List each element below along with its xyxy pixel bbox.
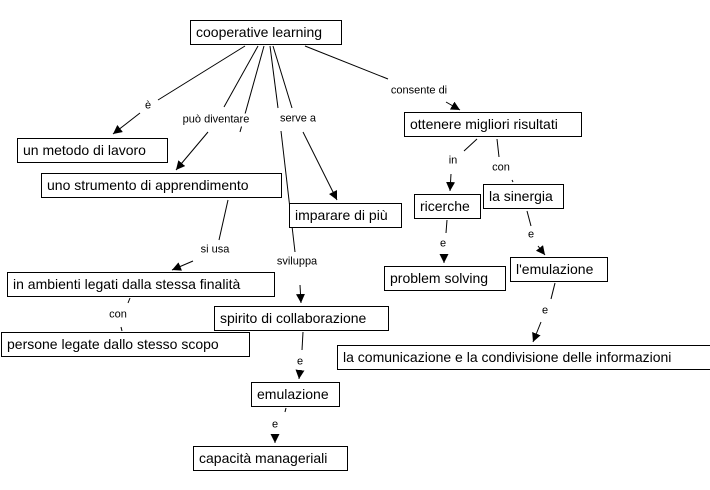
concept-uno-strumento-di-apprendimento[interactable]: uno strumento di apprendimento [41, 173, 282, 198]
concept-emulazione[interactable]: emulazione [251, 382, 340, 407]
connector-line [175, 131, 209, 171]
connector-line [112, 112, 141, 135]
concept-persone-legate[interactable]: persone legate dallo stesso scopo [1, 332, 250, 357]
concept-imparare-di-piu[interactable]: imparare di più [289, 203, 402, 228]
link-label-e: e [438, 237, 448, 251]
connector-line [127, 297, 131, 304]
connector-line [272, 45, 293, 109]
connector-line [535, 245, 546, 256]
link-label-puo-diventare: può diventare [181, 113, 251, 127]
link-label-e: e [295, 355, 305, 369]
concept-in-ambienti-legati[interactable]: in ambienti legati dalla stessa finalità [7, 272, 275, 297]
link-label-e: e [526, 228, 536, 242]
link-label-con: con [108, 308, 128, 322]
connector-line [296, 284, 305, 304]
link-label-in: in [447, 154, 459, 168]
concept-ricerche[interactable]: ricerche [414, 194, 481, 219]
connector-line [157, 45, 246, 101]
link-label-consente-di: consente di [389, 84, 449, 98]
concept-ottenere-migliori-risultati[interactable]: ottenere migliori risultati [404, 112, 582, 137]
connector-line [302, 131, 338, 201]
connector-line [511, 179, 514, 183]
connector-line [445, 101, 461, 111]
connector-line [218, 199, 229, 241]
link-label-serve-a: serve a [278, 112, 318, 126]
concept-un-metodo-di-lavoro[interactable]: un metodo di lavoro [17, 138, 168, 163]
connector-line [301, 331, 304, 351]
connector-line [223, 45, 259, 108]
concept-cooperative-learning[interactable]: cooperative learning [190, 20, 342, 45]
connector-line [280, 130, 296, 253]
concept-spirito-di-collaborazione[interactable]: spirito di collaborazione [214, 306, 389, 331]
connector-line [295, 369, 305, 380]
link-label-e: è [143, 99, 153, 113]
link-label-sviluppa: sviluppa [275, 255, 319, 269]
concept-l-emulazione[interactable]: l'emulazione [510, 257, 608, 282]
connector-line [463, 138, 478, 152]
concept-la-comunicazione[interactable]: la comunicazione e la condivisione delle… [337, 345, 710, 370]
connector-line [445, 219, 448, 234]
connector-line [532, 321, 542, 343]
connector-line [304, 45, 389, 80]
connector-line [496, 138, 500, 158]
concept-capacita-manageriali[interactable]: capacità manageriali [193, 446, 348, 471]
connector-line [550, 282, 556, 300]
link-label-si-usa: si usa [199, 243, 231, 257]
concept-problem-solving[interactable]: problem solving [384, 266, 506, 291]
concept-la-sinergia[interactable]: la sinergia [483, 184, 564, 209]
connector-line [120, 326, 123, 332]
link-label-e: e [270, 418, 280, 432]
connector-line [526, 210, 532, 227]
connector-line [284, 407, 287, 413]
connector-line [269, 45, 279, 109]
link-label-con: con [491, 161, 511, 175]
link-label-e: e [540, 304, 550, 318]
connector-line [446, 173, 456, 192]
connector-line [171, 260, 194, 271]
